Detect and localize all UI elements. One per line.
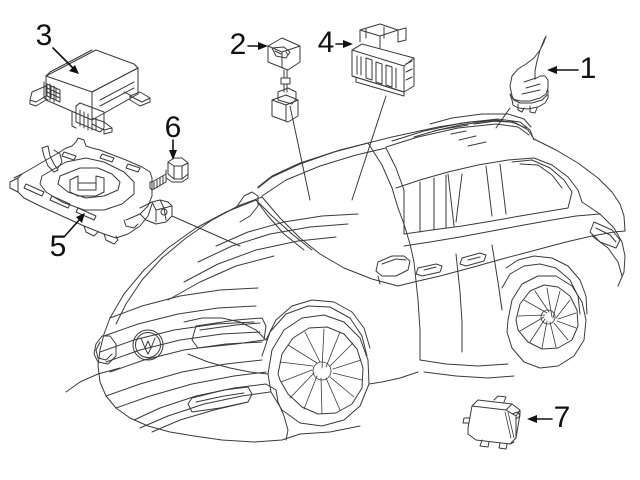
part-2-sensor-connector (267, 37, 311, 201)
callout-label-5: 5 (50, 230, 67, 263)
callout-label-3: 3 (36, 19, 53, 52)
part-5-mounting-bracket (9, 137, 241, 247)
callout-7-arrow (527, 415, 553, 423)
callout-label-7: 7 (554, 401, 571, 434)
callout-2-arrow (247, 42, 268, 50)
callout-4-arrow (335, 40, 353, 48)
part-6-hex-bolt (149, 157, 189, 191)
part-1-roof-antenna (495, 35, 549, 129)
part-4-relay-block (351, 23, 415, 201)
callout-3-arrow (52, 47, 79, 74)
part-3-control-module (29, 49, 151, 135)
vehicle-illustration (65, 113, 626, 443)
callout-arrows (52, 40, 579, 423)
callout-label-6: 6 (165, 111, 182, 144)
callout-labels: 1 2 3 4 5 6 7 (36, 19, 597, 434)
vw-badge (132, 329, 164, 361)
callout-5-arrow (63, 213, 85, 238)
callout-label-2: 2 (230, 28, 247, 61)
callout-label-4: 4 (318, 26, 335, 59)
callout-1-arrow (547, 66, 579, 74)
callout-6-arrow (169, 139, 177, 160)
callout-label-1: 1 (580, 52, 597, 85)
part-7-control-unit (462, 395, 521, 450)
